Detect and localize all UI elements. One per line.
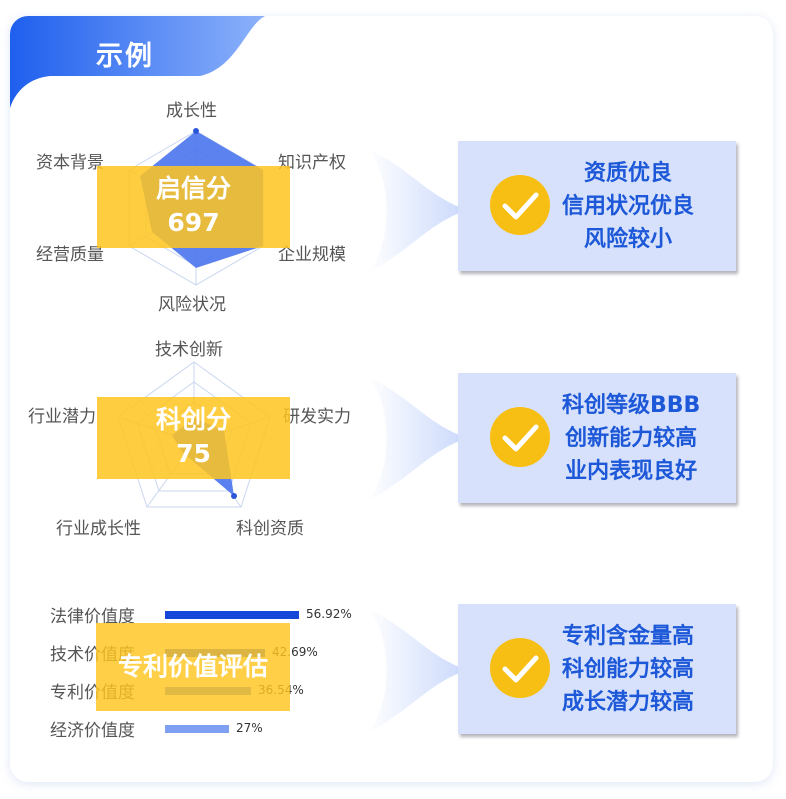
tech-result-card: 科创等级BBB 创新能力较高 业内表现良好 (458, 373, 736, 503)
arrow-icon (367, 608, 467, 733)
tech-score-label: 科创分 (155, 405, 231, 434)
result-line: 科创等级BBB (562, 393, 701, 418)
credit-score-box: 启信分 697 (97, 166, 290, 248)
check-circle-icon (490, 407, 550, 467)
header-tab: 示例 (10, 16, 265, 108)
tech-axis-label: 科创资质 (236, 519, 304, 539)
bar (165, 611, 299, 619)
patent-result-card: 专利含金量高 科创能力较高 成长潜力较高 (458, 604, 736, 734)
tech-axis-label: 行业成长性 (56, 519, 141, 539)
bar-value: 27% (236, 721, 263, 735)
credit-result-card: 资质优良 信用状况优良 风险较小 (458, 141, 736, 271)
bar-label: 法律价值度 (50, 607, 135, 627)
patent-result-text: 专利含金量高 科创能力较高 成长潜力较高 (562, 620, 694, 719)
page-title: 示例 (96, 41, 154, 72)
tech-axis-label: 研发实力 (283, 407, 351, 427)
check-circle-icon (490, 175, 550, 235)
result-line: 风险较小 (584, 227, 673, 252)
result-line: 专利含金量高 (562, 624, 695, 649)
tech-result-text: 科创等级BBB 创新能力较高 业内表现良好 (562, 389, 700, 488)
bar-value: 56.92% (306, 607, 352, 621)
tech-axis-label: 技术创新 (155, 340, 223, 360)
tech-score-box: 科创分 75 (97, 397, 290, 479)
result-line: 科创能力较高 (562, 657, 695, 682)
tech-score-value: 75 (176, 439, 211, 468)
credit-axis-label: 企业规模 (278, 245, 346, 265)
credit-axis-label: 风险状况 (158, 295, 226, 315)
tech-axis-label: 行业潜力 (28, 407, 96, 427)
result-line: 业内表现良好 (565, 459, 698, 484)
credit-result-text: 资质优良 信用状况优良 风险较小 (562, 157, 694, 256)
credit-axis-label: 经营质量 (36, 245, 104, 265)
result-line: 创新能力较高 (565, 426, 698, 451)
result-line: 资质优良 (584, 161, 673, 186)
check-circle-icon (490, 638, 550, 698)
credit-score-value: 697 (167, 208, 220, 237)
credit-axis-label: 资本背景 (36, 153, 104, 173)
result-line: 成长潜力较高 (562, 690, 695, 715)
credit-axis-label: 知识产权 (278, 153, 346, 173)
result-line: 信用状况优良 (562, 194, 695, 219)
patent-title-box: 专利价值评估 (96, 623, 290, 711)
header-tab-shape (10, 16, 265, 108)
credit-radar-point (193, 128, 199, 134)
tech-radar-point (231, 493, 237, 499)
arrow-icon (367, 148, 467, 273)
bar (165, 725, 229, 733)
bar-label: 经济价值度 (50, 721, 135, 741)
credit-score-label: 启信分 (155, 174, 231, 203)
arrow-icon (367, 376, 467, 501)
credit-axis-label: 成长性 (166, 101, 217, 121)
